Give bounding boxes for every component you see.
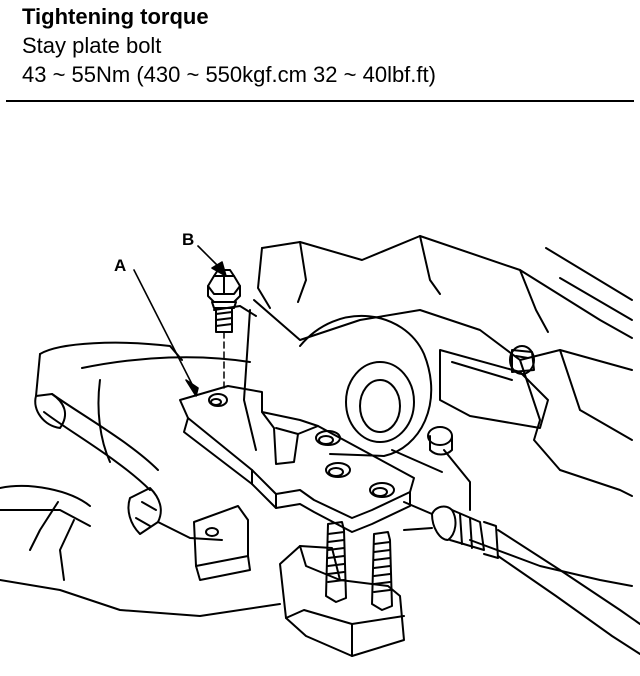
spec-title: Tightening torque [22,4,209,29]
stay-plate-bolt [207,269,241,391]
stud-bolts [279,521,405,657]
stay-plate-drawing: A B [0,230,640,657]
right-hose [403,501,640,655]
left-housing [0,305,281,617]
leader-arrow-a [185,379,199,397]
callout-label-b: B [182,230,194,249]
spec-item: Stay plate bolt [22,33,162,58]
callout-label-a: A [114,256,126,275]
engine-housing [243,235,633,587]
leader-line-a [133,269,197,393]
header-divider [6,100,634,102]
stay-plate [179,385,415,533]
leader-arrow-b [211,261,227,277]
stay-plate-illustration: A B [0,110,640,676]
torque-spec: Tightening torque Stay plate bolt 43 ~ 5… [22,2,634,89]
spec-value: 43 ~ 55Nm (430 ~ 550kgf.cm 32 ~ 40lbf.ft… [22,62,436,87]
callout-leaders [133,245,227,397]
